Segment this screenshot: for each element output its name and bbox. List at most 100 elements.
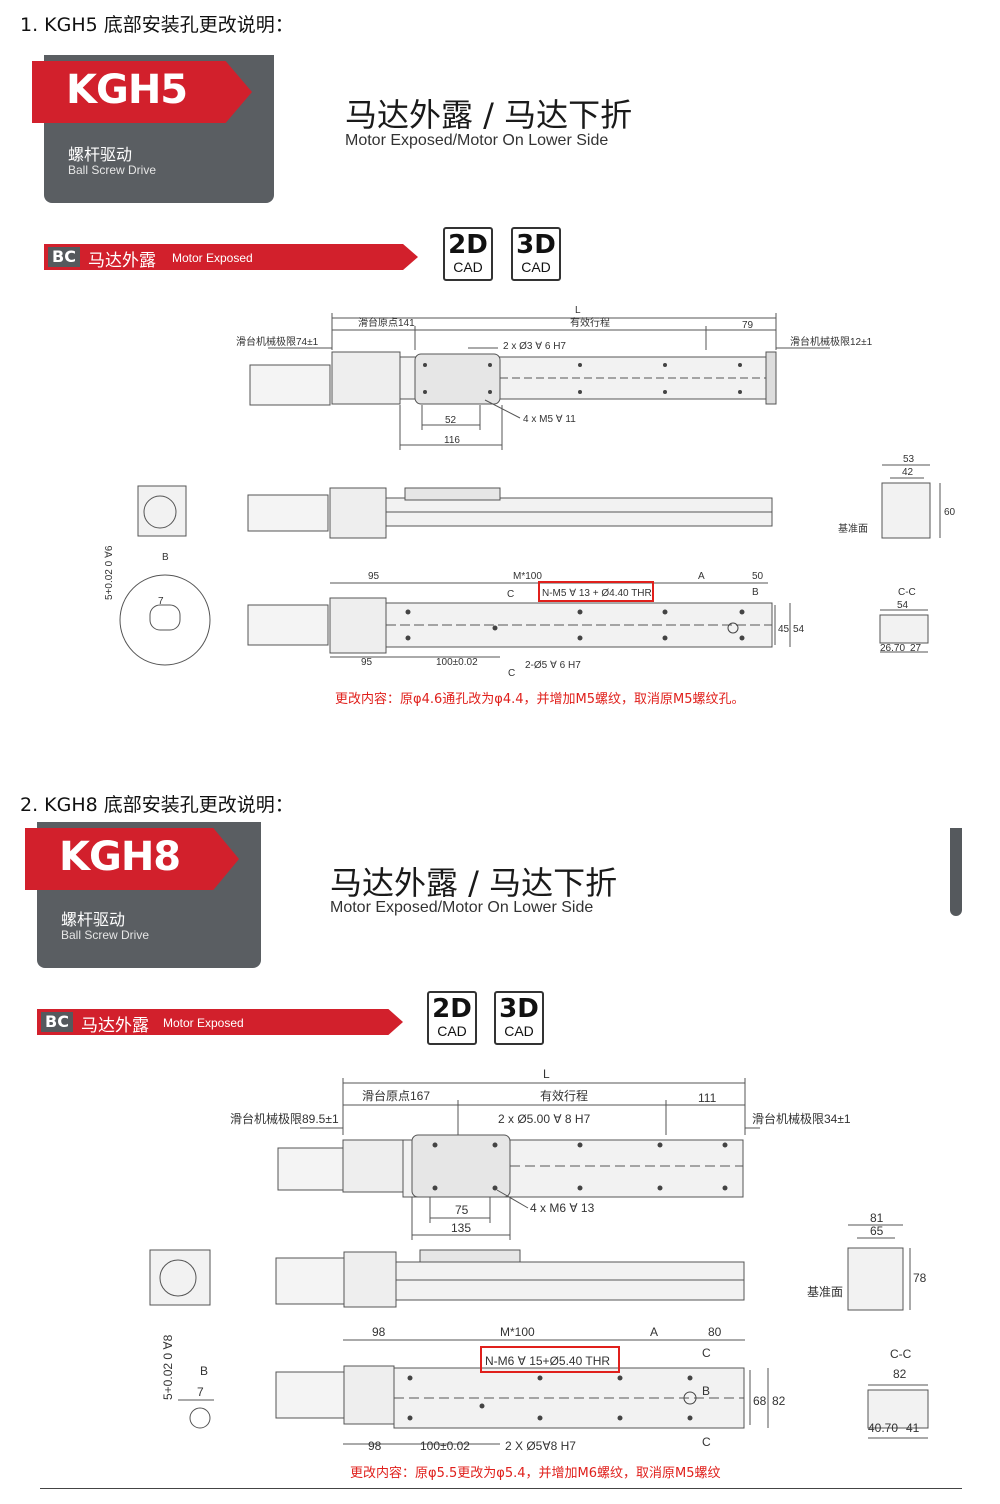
- dim-h78: 78: [913, 1271, 927, 1285]
- dim-pitch: 100±0.02: [420, 1439, 470, 1453]
- highlight-box-kgh5: [538, 581, 654, 602]
- highlight-box-kgh8: [480, 1346, 620, 1373]
- cad-3d-button[interactable]: 3D CAD: [511, 227, 561, 281]
- dim-w65: 65: [870, 1224, 884, 1238]
- dim-h60: 60: [944, 507, 956, 518]
- bottom-rule: [40, 1488, 962, 1489]
- dim-135: 135: [451, 1221, 471, 1235]
- dim-m100: M*100: [500, 1325, 535, 1339]
- detail-7: 7: [197, 1385, 204, 1399]
- change-note-kgh5: 更改内容：原φ4.6通孔改为φ4.4，并增加M5螺纹，取消原M5螺纹孔。: [335, 692, 745, 707]
- section-c-top: C: [507, 589, 514, 600]
- bc-tag: BC: [41, 1012, 73, 1032]
- holes-spec: N-M5 ∀ 13 + Ø4.40 THR: [542, 588, 652, 599]
- cc-41: 41: [906, 1421, 920, 1435]
- bc-bar: BC 马达外露 Motor Exposed: [37, 1009, 403, 1035]
- dim-end: 79: [742, 320, 754, 331]
- dim-95a: 95: [368, 571, 380, 582]
- section-2-heading: 2. KGH8 底部安装孔更改说明：: [20, 794, 294, 816]
- side-tab: [950, 828, 962, 916]
- cad-3d-sub: CAD: [521, 259, 551, 275]
- cc-label: C-C: [890, 1347, 912, 1361]
- bc-en: Motor Exposed: [163, 1016, 244, 1030]
- cad-2d-sub: CAD: [437, 1023, 467, 1039]
- dim-116: 116: [444, 435, 460, 446]
- cad-2d-label: 2D: [432, 994, 472, 1024]
- change-note-kgh8: 更改内容：原φ5.5更改为φ5.4，并增加M6螺纹，取消原M5螺纹: [350, 1466, 721, 1481]
- cc-2670: 26.70: [880, 643, 905, 654]
- cc-4070: 40.70: [868, 1421, 898, 1435]
- title-cn: 马达外露 / 马达下折: [330, 864, 618, 902]
- dim-end: 111: [698, 1091, 717, 1105]
- dim-pin: 2 x Ø5.00 ∀ 8 H7: [498, 1112, 591, 1126]
- dim-w81: 81: [870, 1211, 884, 1225]
- holes-spec: N-M6 ∀ 15+Ø5.40 THR: [485, 1354, 610, 1368]
- dim-98b: 98: [368, 1439, 382, 1453]
- bc-bar: BC 马达外露 Motor Exposed: [44, 244, 418, 270]
- cad-3d-label: 3D: [516, 230, 556, 260]
- badge-drive-en: Ball Screw Drive: [68, 163, 157, 177]
- badge-drive-cn: 螺杆驱动: [68, 145, 133, 164]
- section-c-bottom: C: [702, 1435, 711, 1449]
- title-cn: 马达外露 / 马达下折: [345, 96, 633, 134]
- dim-80: 80: [708, 1325, 722, 1339]
- cad-2d-button[interactable]: 2D CAD: [443, 227, 493, 281]
- dim-a: A: [650, 1325, 658, 1339]
- dim-L: L: [575, 305, 581, 316]
- kgh5-drawing: L 滑台原点141 有效行程 79 滑台机械极限74±1 滑台机械极限12±1 …: [104, 305, 956, 679]
- kgh8-badge: KGH8 螺杆驱动 Ball Screw Drive: [25, 822, 261, 968]
- dim-h45: 45: [778, 624, 790, 635]
- section-c-bottom: C: [508, 668, 515, 679]
- bc-cn: 马达外露: [88, 251, 156, 271]
- badge-drive-cn: 螺杆驱动: [61, 910, 126, 929]
- detail-b-label: B: [200, 1364, 208, 1378]
- dim-limit-right: 滑台机械极限12±1: [790, 335, 873, 348]
- badge-red-banner: [32, 61, 252, 123]
- cad-3d-button[interactable]: 3D CAD: [494, 991, 544, 1045]
- dim-95b: 95: [361, 657, 373, 668]
- dim-tap: 4 x M6 ∀ 13: [530, 1201, 595, 1215]
- title-en: Motor Exposed/Motor On Lower Side: [330, 899, 594, 916]
- detail-tol: 5+0.02 0 ∀6: [104, 545, 115, 600]
- cc-82: 82: [893, 1367, 907, 1381]
- detail-b: B: [702, 1384, 710, 1398]
- detail-7: 7: [158, 596, 164, 607]
- dim-a: A: [698, 571, 705, 582]
- kgh8-drawing: L 滑台原点167 有效行程 111 滑台机械极限89.5±1 滑台机械极限34…: [149, 1067, 929, 1453]
- bc-cn: 马达外露: [81, 1016, 149, 1036]
- dim-h82: 82: [772, 1394, 786, 1408]
- cad-2d-sub: CAD: [453, 259, 483, 275]
- bc-tag: BC: [48, 247, 80, 267]
- detail-b-label: B: [162, 552, 169, 563]
- dim-origin: 滑台原点141: [358, 316, 415, 329]
- cad-3d-label: 3D: [499, 994, 539, 1024]
- dim-stroke: 有效行程: [540, 1088, 588, 1103]
- dim-limit-left: 滑台机械极限89.5±1: [230, 1111, 339, 1126]
- dim-pin: 2 x Ø3 ∀ 6 H7: [503, 341, 566, 352]
- dim-L: L: [543, 1067, 550, 1081]
- dim-pitch: 100±0.02: [436, 657, 478, 668]
- cc-label: C-C: [898, 587, 916, 598]
- cad-2d-button[interactable]: 2D CAD: [427, 991, 477, 1045]
- dim-limit-left: 滑台机械极限74±1: [236, 335, 319, 348]
- dim-50: 50: [752, 571, 764, 582]
- badge-model-code: KGH5: [66, 67, 188, 113]
- dim-w53: 53: [903, 454, 915, 465]
- kgh5-badge: KGH5 螺杆驱动 Ball Screw Drive: [32, 55, 274, 203]
- dim-stroke: 有效行程: [570, 316, 610, 329]
- dim-m100: M*100: [513, 571, 542, 582]
- dim-limit-right: 滑台机械极限34±1: [752, 1111, 851, 1126]
- badge-drive-en: Ball Screw Drive: [61, 928, 150, 942]
- datum-label: 基准面: [838, 522, 868, 535]
- badge-model-code: KGH8: [59, 834, 181, 880]
- dim-w42: 42: [902, 467, 914, 478]
- dim-98a: 98: [372, 1325, 386, 1339]
- detail-tol: 5+0.02 0 ∀8: [161, 1334, 175, 1400]
- cc-27: 27: [910, 643, 922, 654]
- section-1-heading: 1. KGH5 底部安装孔更改说明：: [20, 14, 294, 36]
- dim-h54: 54: [793, 624, 805, 635]
- dim-h68: 68: [753, 1394, 767, 1408]
- section-c-top: C: [702, 1346, 711, 1360]
- bc-en: Motor Exposed: [172, 251, 253, 265]
- cad-3d-sub: CAD: [504, 1023, 534, 1039]
